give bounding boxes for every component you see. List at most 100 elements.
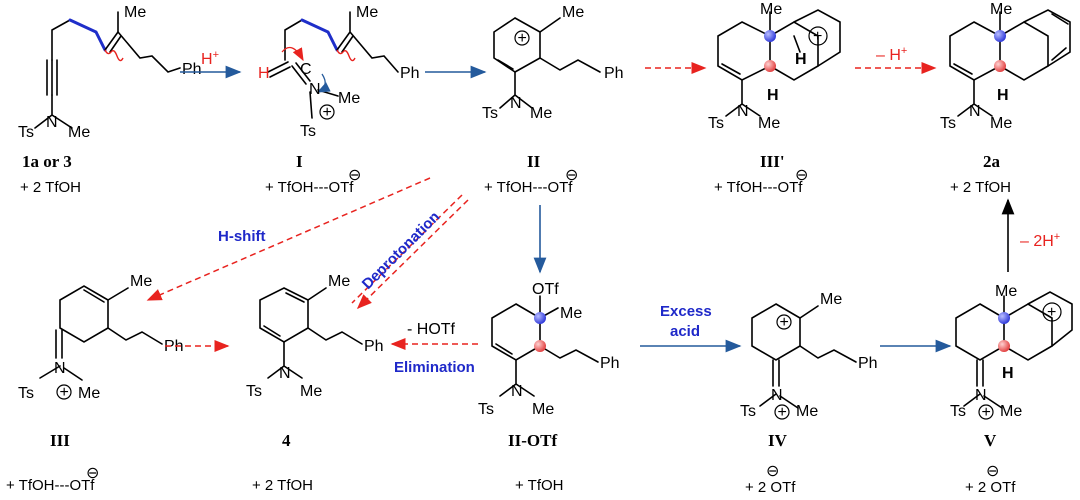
nitrogen-label: N [46,114,58,131]
methyl-label: Me [990,1,1012,18]
compound-label-start: 1a or 3 [22,152,72,171]
compound-IV: + Me Ph N Ts Me + IV + 2 OTf ⊖ [740,291,878,496]
charge-plus: + [518,30,527,47]
phenyl-label: Ph [400,65,420,82]
phenyl-label: Ph [604,65,624,82]
n-methyl-label: Me [300,383,322,400]
acid-label: acid [670,323,700,340]
charge-plus: + [813,28,822,45]
compound-1a-or-3: Me Ph Ts N Me 1a or 3 + 2 TfOH [18,4,202,196]
methyl-label: Me [356,4,378,21]
n-methyl-label: Me [796,403,818,420]
tosyl-label: Ts [940,115,956,132]
charge-minus: ⊖ [766,463,779,480]
n-methyl-label: Me [68,124,90,141]
nitrogen-label: N [309,81,321,98]
deprotonation-label: Deprotonation [359,208,443,292]
charge-minus: ⊖ [795,167,808,184]
reagent-2a: + 2 TfOH [950,179,1011,196]
nitrogen-label: N [54,360,66,377]
methyl-label: Me [560,305,582,322]
h-shift-label: H-shift [218,228,266,245]
methyl-label: Me [760,1,782,18]
compound-label-II: II [527,152,541,171]
methyl-label: Me [130,273,152,290]
nitrogen-label: N [975,387,987,404]
tosyl-label: Ts [300,123,316,140]
carbon-label: C [300,61,312,78]
compound-label-4: 4 [282,431,291,450]
minus-hotf-label: - HOTf [407,321,456,338]
phenyl-label: Ph [182,61,202,78]
compound-label-I: I [296,152,303,171]
reagent-4: + 2 TfOH [252,477,313,494]
compound-II: + Me Ph N Ts Me II + TfOH---OTf ⊖ [482,4,624,196]
phenyl-label: Ph [164,338,184,355]
charge-plus: + [778,404,787,421]
angular-h-label: H [1002,365,1014,382]
reagent-II: + TfOH---OTf [484,179,573,196]
reagent-start: + 2 TfOH [20,179,81,196]
reagent-IIIprime: + TfOH---OTf [714,179,803,196]
tosyl-label: Ts [482,105,498,122]
tosyl-label: Ts [246,383,262,400]
arrow-deprotonation [356,199,469,310]
tosyl-label: Ts [18,385,34,402]
compound-label-III: III [50,431,70,450]
compound-I: H C N Me Me Ph Ts + I + TfOH---OTf ⊖ [258,4,420,196]
tosyl-label: Ts [708,115,724,132]
n-methyl-label: Me [758,115,780,132]
elimination-label: Elimination [394,359,475,376]
terminal-h-label: H [258,65,270,82]
angular-h-label: H [795,51,807,68]
charge-minus: ⊖ [986,463,999,480]
compound-4: Me Ph N Ts Me 4 + 2 TfOH [246,273,384,494]
triflate-label: OTf [532,281,559,298]
tosyl-label: Ts [950,403,966,420]
charge-plus: + [780,314,789,331]
n-methyl-label: Me [338,90,360,107]
methyl-label: Me [995,283,1017,300]
nitrogen-label: N [771,387,783,404]
tosyl-label: Ts [740,403,756,420]
charge-minus: ⊖ [86,465,99,482]
compound-label-2a: 2a [983,152,1001,171]
nitrogen-label: N [510,95,522,112]
tosyl-label: Ts [478,401,494,418]
reagent-IV: + 2 OTf [745,479,796,496]
methyl-label: Me [562,4,584,21]
methyl-label: Me [820,291,842,308]
charge-plus: + [982,404,991,421]
charge-plus: + [323,104,332,121]
n-methyl-label: Me [532,401,554,418]
compound-IIIprime: + Me H H N Ts Me III' + TfOH---OTf ⊖ [708,1,841,196]
n-methyl-label: Me [530,105,552,122]
compound-label-II-OTf: II-OTf [508,431,557,450]
methyl-label: Me [124,4,146,21]
compound-II-OTf: OTf Me Ph N Ts Me II-OTf + TfOH [478,281,620,494]
charge-plus: + [1047,304,1056,321]
methyl-label: Me [328,273,350,290]
nitrogen-label: N [279,365,291,382]
reagent-II-OTf: + TfOH [515,477,564,494]
angular-h-label-2: H [767,87,779,104]
charge-plus: + [60,384,69,401]
compound-label-V: V [984,431,997,450]
nitrogen-label: N [511,383,523,400]
tosyl-label: Ts [18,124,34,141]
phenyl-label: Ph [858,355,878,372]
excess-label: Excess [660,303,712,320]
phenyl-label: Ph [364,338,384,355]
n-methyl-label: Me [990,115,1012,132]
arrow-h-shift [146,177,431,301]
phenyl-label: Ph [600,355,620,372]
reagent-I: + TfOH---OTf [265,179,354,196]
nitrogen-label: N [737,103,749,120]
compound-III: Me Ph N Ts Me + III + TfOH---OTf ⊖ [6,273,184,494]
compound-label-IV: IV [768,431,788,450]
compound-2a: Me H N Ts Me 2a + 2 TfOH [940,1,1071,196]
minus-2h-label: – 2H+ [1020,231,1060,250]
charge-minus: ⊖ [348,167,361,184]
reagent-V: + 2 OTf [965,479,1016,496]
